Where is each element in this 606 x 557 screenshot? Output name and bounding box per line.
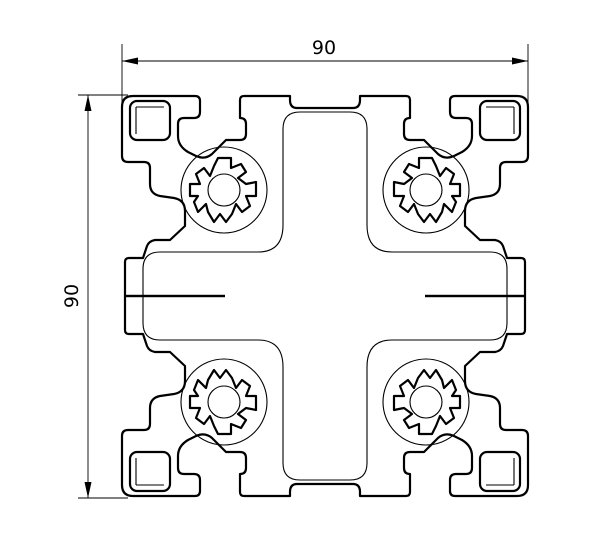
profile-quarter-bottom-left (120, 294, 327, 498)
width-arrow-right (512, 57, 528, 65)
height-dimension: 90 (61, 94, 128, 499)
width-arrow-left (122, 57, 138, 65)
profile-quarter-top-right (323, 94, 530, 298)
profile-quarter-top-left (120, 94, 327, 298)
height-arrow-bottom (84, 482, 92, 498)
width-dimension: 90 (121, 37, 529, 103)
height-arrow-top (84, 95, 92, 111)
profile-quarter-bottom-right (323, 294, 530, 498)
width-dimension-label: 90 (312, 37, 336, 59)
height-dimension-label: 90 (61, 284, 83, 308)
